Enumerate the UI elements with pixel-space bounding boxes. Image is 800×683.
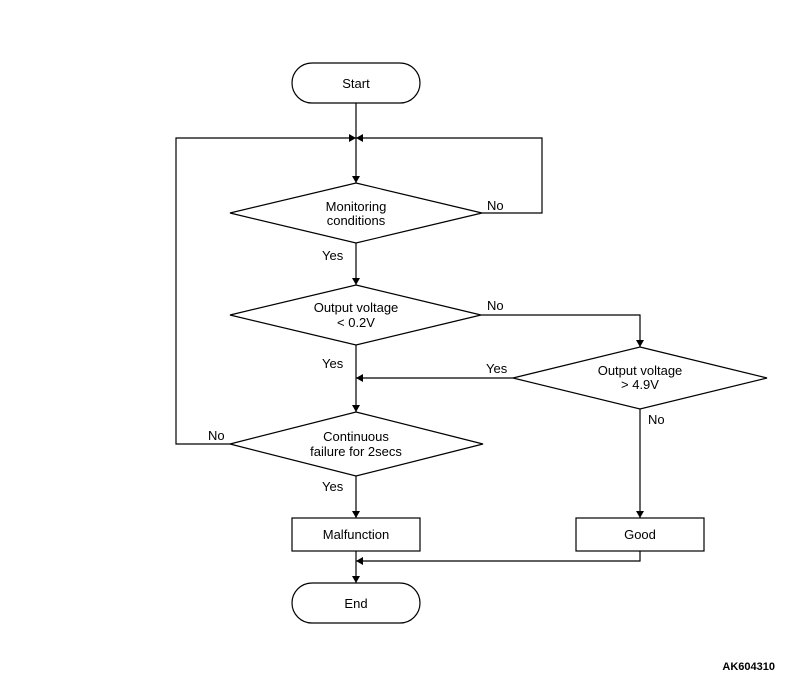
malfunction-label: Malfunction bbox=[323, 527, 389, 542]
figure-code: AK604310 bbox=[722, 661, 775, 673]
continuous-label-line2: failure for 2secs bbox=[310, 444, 402, 459]
connector-continuous-no bbox=[175, 137, 356, 445]
arrowhead bbox=[356, 374, 363, 382]
arrowhead bbox=[352, 405, 360, 412]
high-voltage-label-line2: > 4.9V bbox=[621, 377, 659, 392]
low-no-label: No bbox=[487, 298, 504, 313]
malfunction-box bbox=[291, 517, 421, 552]
connector-monitoring-no bbox=[356, 137, 543, 214]
arrowhead bbox=[352, 176, 360, 183]
arrowhead bbox=[352, 511, 360, 518]
monitoring-label-line1: Monitoring bbox=[326, 199, 387, 214]
connector-low-no bbox=[481, 314, 641, 347]
high-no-label: No bbox=[648, 412, 665, 427]
end-terminal bbox=[291, 582, 421, 624]
start-label: Start bbox=[342, 76, 370, 91]
arrowhead bbox=[349, 134, 356, 142]
continuous-no-label: No bbox=[208, 428, 225, 443]
arrowhead bbox=[356, 134, 363, 142]
monitoring-no-label: No bbox=[487, 198, 504, 213]
arrowhead bbox=[356, 557, 363, 565]
low-voltage-label-line2: < 0.2V bbox=[337, 315, 375, 330]
arrowhead bbox=[636, 340, 644, 347]
continuous-yes-label: Yes bbox=[322, 479, 344, 494]
monitoring-label-line2: conditions bbox=[327, 213, 386, 228]
good-box bbox=[575, 517, 705, 552]
arrowhead bbox=[352, 278, 360, 285]
high-yes-label: Yes bbox=[486, 361, 508, 376]
low-voltage-label-line1: Output voltage bbox=[314, 300, 399, 315]
continuous-label-line1: Continuous bbox=[323, 429, 389, 444]
arrowhead bbox=[352, 576, 360, 583]
end-label: End bbox=[344, 596, 367, 611]
low-yes-label: Yes bbox=[322, 356, 344, 371]
arrowhead bbox=[636, 511, 644, 518]
good-label: Good bbox=[624, 527, 656, 542]
high-voltage-label-line1: Output voltage bbox=[598, 363, 683, 378]
monitoring-yes-label: Yes bbox=[322, 248, 344, 263]
connector-good-end bbox=[356, 551, 641, 562]
